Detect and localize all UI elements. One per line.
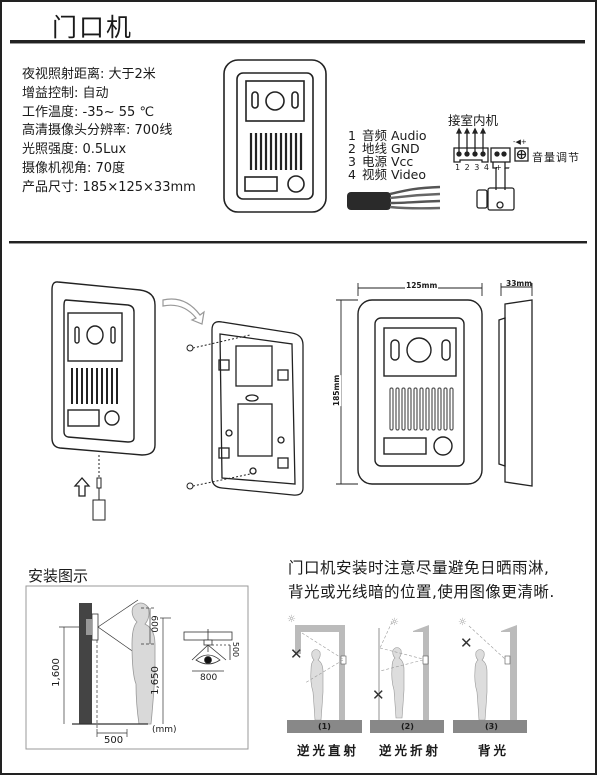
scenario-1-icon: ☼ ✕ [287,614,362,733]
svg-text:☼: ☼ [390,617,399,628]
installation-notice: 门口机安装时注意尽量避免日晒雨淋, 背光或光线暗的位置,使用图像更清晰. [288,556,555,604]
cross-mark-icon: ✕ [372,686,385,704]
cable-icon [347,185,441,210]
spec-item: 夜视照射距离: 大于2米 [22,67,156,82]
svg-text:☼: ☼ [458,617,467,628]
spec-list: 夜视照射距离: 大于2米 增益控制: 自动 工作温度: -35~ 55 ℃ 高清… [22,66,196,198]
mounting-bracket-icon [211,321,304,496]
top-view-width-label: 800 [200,673,218,683]
dimension-side-view-icon [498,299,533,487]
person-figure-icon [131,602,156,725]
door-unit-perspective-icon [51,281,156,456]
installation-title: 安装图示 [28,567,89,585]
indoor-unit-label: 接室内机 [448,113,499,128]
curved-arrow-icon [162,298,205,325]
scenario-caption: 背光 [478,743,510,758]
spec-item: 光照强度: 0.5Lux [22,142,127,158]
depth-dimension: 33mm [506,279,533,288]
spec-item: 高清摄像头分辨率: 700线 [22,123,173,139]
scenario-2-icon: ☼ ✕ [370,617,444,733]
speaker-grille-icon [249,133,303,170]
terminal-numbers: 1 2 3 4 [455,163,490,172]
dimension-front-view-icon [357,299,483,485]
width-dimension: 125mm [405,281,439,290]
volume-label: 音量调节 [532,151,580,164]
cross-mark-icon: ✕ [460,634,473,652]
scenario-caption: 逆光折射 [379,743,442,758]
spec-item: 产品尺寸: 185×125×33mm [22,179,196,195]
screwdriver-icon [92,488,106,521]
plus-label: + [495,163,502,172]
grille-front-view-icon [389,387,454,431]
cross-mark-icon: ✕ [290,645,303,663]
section-divider [9,241,587,244]
notice-line: 背光或光线暗的位置,使用图像更清晰. [288,583,555,601]
page-title: 门口机 [52,13,134,42]
terminal-block-icon [453,127,529,211]
volume-icon: -◀+ [513,138,527,146]
spec-item: 摄像机视角: 70度 [22,160,126,176]
scenario-number: (3) [485,722,498,731]
grille-perspective-icon [71,368,118,404]
install-dimension-lines [59,607,171,737]
title-divider [10,40,585,44]
scenario-caption: 逆光直射 [297,743,360,758]
door-unit-front-icon [223,59,327,213]
scenario-number: (1) [318,722,331,731]
spec-item: 工作温度: -35~ 55 ℃ [22,104,155,120]
unit-label: (mm) [152,725,177,735]
up-arrow-icon [73,477,91,497]
svg-text:☼: ☼ [287,614,296,625]
spec-item: 增益控制: 自动 [22,85,109,101]
minus-label: - [507,163,510,172]
scenario-number: (2) [401,722,414,731]
notice-line: 门口机安装时注意尽量避免日晒雨淋, [288,559,550,577]
scenario-3-icon: ☼ ✕ [453,617,527,733]
top-view-icon [183,629,233,672]
distance-label: 500 [104,735,124,746]
